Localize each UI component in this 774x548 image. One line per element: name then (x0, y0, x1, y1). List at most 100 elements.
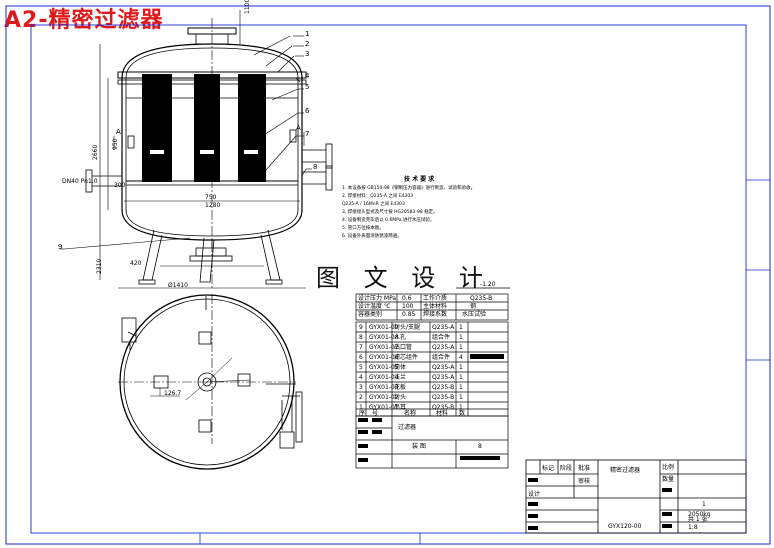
section-mark-a-right: A (296, 124, 301, 132)
spec-cell: 设计温度 ℃ (358, 303, 391, 310)
filled-cell (372, 430, 382, 434)
parts-cell: 7 (359, 344, 363, 351)
dim-label-d10: 126.7 (164, 390, 182, 397)
dim-label-d4: 300 (114, 182, 126, 189)
notes-heading: 技 术 要 求 (404, 176, 435, 183)
title-block-approve: 批准 (578, 465, 591, 472)
parts-cell: 1 (459, 374, 463, 381)
title-block-qty-label: 数量 (662, 476, 675, 483)
parts-cell: 9 (359, 324, 363, 331)
balloon-8: 8 (313, 163, 318, 171)
parts-cell: 4 (459, 354, 463, 361)
parts-cell: 4 (359, 374, 363, 381)
parts-cell: GYX01-03 (369, 384, 399, 391)
title-block-grid (525, 459, 747, 534)
title-block-ratio-label: 比例 (662, 464, 675, 471)
title-block-sheet: 共 1 张 (688, 516, 708, 523)
parts-cell: 1 (459, 384, 463, 391)
parts-cell: Q235-A (432, 374, 455, 381)
spec-cell: 水压试验 (462, 311, 487, 318)
spec-table-grid (355, 287, 510, 321)
parts-cell: GYX01-08 (369, 334, 399, 341)
note-line: 3. 焊接接头型式及尺寸按 HG20583-98 规定。 (342, 210, 438, 215)
parts-header-cell: 名称 (404, 410, 417, 417)
filter-cartridge-middle (194, 74, 220, 182)
vessel-plan-view (118, 294, 303, 470)
parts-cell: 1 (459, 324, 463, 331)
parts-cell: 吊耳 (394, 404, 407, 411)
assembly-count: 8 (478, 443, 482, 450)
dim-label-d9: 420 (130, 260, 142, 267)
title-block-check: 审核 (578, 478, 591, 485)
title-block-drawing-no: GYX120-00 (608, 523, 642, 530)
title-block-name: 精密过滤器 (610, 467, 641, 474)
title-block-scale: 1:8 (688, 524, 698, 531)
dim-label-d1: 1100 (244, 0, 251, 14)
spec-cell: 100 (402, 303, 414, 310)
filled-cell (528, 526, 538, 530)
parts-cell: Q235-B (432, 394, 455, 401)
parts-header-cell: 序 (359, 410, 366, 417)
filled-cell (372, 418, 382, 422)
parts-cell: Q235-A (432, 324, 455, 331)
parts-cell: 组合件 (432, 354, 451, 361)
parts-cell: Q235-B (432, 404, 455, 411)
filled-cell (358, 444, 368, 448)
filled-cell (662, 488, 672, 492)
note-line: 2. 焊接材料：Q235-A 之间 E4303 (342, 194, 414, 199)
title-block-stage: 阶段 (560, 465, 573, 472)
dim-label-d7: 2310 (96, 258, 103, 274)
watermark-text: 图 文 设 计 (316, 264, 491, 292)
parts-cell: 1 (459, 364, 463, 371)
spec-cell: 容器类别 (358, 311, 383, 318)
parts-cell: GYX01-02 (369, 394, 399, 401)
spec-cell: Q235-B (470, 295, 493, 302)
parts-cell: 封头 (394, 394, 407, 401)
balloon-4: 4 (305, 72, 310, 80)
balloon-5: 5 (305, 83, 310, 91)
assembly-sub: 装 图 (412, 443, 426, 450)
balloon-7: 7 (305, 130, 310, 138)
note-line: Q235-A / 16MnR 之间 E4303 (342, 202, 405, 207)
balloon-9: 9 (58, 243, 63, 251)
spec-cell: 钢 (470, 303, 477, 310)
parts-cell: 法兰 (394, 374, 407, 381)
filled-cell (662, 524, 672, 528)
note-line: 1. 本设备按 GB150-98《钢制压力容器》进行制造、试验和验收。 (342, 186, 476, 191)
parts-cell: 1 (459, 404, 463, 411)
balloon-3: 3 (305, 50, 310, 58)
parts-cell: GYX01-09 (369, 324, 399, 331)
filled-cell (460, 456, 500, 460)
parts-cell: 出口管 (394, 344, 413, 351)
parts-header-cell: 材料 (436, 410, 449, 417)
dim-label-d6: 1280 (205, 202, 221, 209)
parts-cell: 组合件 (432, 334, 451, 341)
dim-label-d11: Ø1410 (168, 282, 188, 289)
parts-cell: GYX01-01 (369, 404, 399, 411)
filter-cartridge-right (238, 74, 266, 182)
dim-label-d5: 750 (205, 194, 217, 201)
title-block-weight: 2050kg (688, 511, 711, 518)
dim-label-d8: DN40 Pn1.0 (62, 178, 98, 185)
parts-cell: GYX01-07 (369, 344, 399, 351)
parts-cell: 5 (359, 364, 363, 371)
parts-cell: GYX01-06 (369, 354, 399, 361)
note-line: 4. 设备制造完毕后以 0.6MPa 进行水压试验。 (342, 218, 435, 223)
spec-cell: 焊接系数 (423, 311, 448, 318)
parts-cell: GYX01-04 (369, 374, 399, 381)
parts-header-cell: 号 (372, 410, 379, 417)
parts-cell: 人孔 (394, 334, 407, 341)
parts-cell: 6 (359, 354, 363, 361)
parts-cell: 滤芯组件 (394, 354, 419, 361)
parts-cell: 2 (359, 394, 363, 401)
spec-cell: 主体材料 (423, 303, 448, 310)
parts-cell: Q235-A (432, 364, 455, 371)
parts-cell: GYX01-05 (369, 364, 399, 371)
filled-cell (470, 354, 504, 359)
note-line: 6. 设备外表面涂防锈漆两遍。 (342, 234, 402, 239)
sheet-border (5, 5, 771, 545)
parts-cell: 3 (359, 384, 363, 391)
filled-cell (358, 418, 368, 422)
